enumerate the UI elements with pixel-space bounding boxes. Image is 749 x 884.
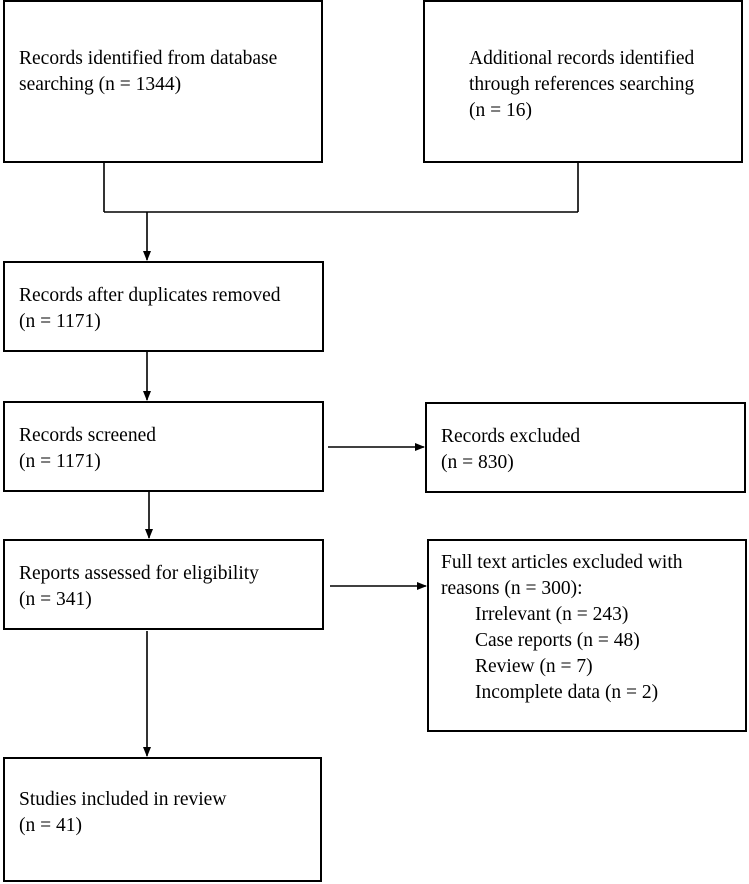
reference-records-line3: (n = 16) <box>469 100 532 121</box>
records-excluded-line1: Records excluded <box>441 426 581 447</box>
database-records-box: Records identified from database searchi… <box>3 0 323 163</box>
fulltext-excluded-line1: Full text articles excluded with <box>441 552 683 573</box>
fulltext-excluded-line2: reasons (n = 300): <box>441 578 583 599</box>
database-records-line2: searching (n = 1344) <box>19 74 182 95</box>
reference-records-box: Additional records identified through re… <box>423 0 743 163</box>
records-screened-line1: Records screened <box>19 425 156 446</box>
studies-included-line2: (n = 41) <box>19 815 82 836</box>
reference-records-line2: through references searching <box>469 74 695 95</box>
reference-records-line1: Additional records identified <box>469 48 695 69</box>
records-screened-line2: (n = 1171) <box>19 451 101 472</box>
exclusion-reason-incomplete-data: Incomplete data (n = 2) <box>475 682 659 703</box>
fulltext-excluded-box: Full text articles excluded with reasons… <box>427 539 747 732</box>
eligibility-line1: Reports assessed for eligibility <box>19 563 259 584</box>
database-records-line1: Records identified from database <box>19 48 278 69</box>
records-excluded-box: Records excluded (n = 830) <box>425 402 746 493</box>
duplicates-removed-box: Records after duplicates removed (n = 11… <box>3 261 324 352</box>
exclusion-reason-case-reports: Case reports (n = 48) <box>475 630 640 651</box>
records-excluded-line2: (n = 830) <box>441 452 514 473</box>
records-screened-box: Records screened (n = 1171) <box>3 401 324 492</box>
eligibility-line2: (n = 341) <box>19 589 92 610</box>
exclusion-reason-irrelevant: Irrelevant (n = 243) <box>475 604 629 625</box>
eligibility-box: Reports assessed for eligibility (n = 34… <box>3 539 324 630</box>
studies-included-line1: Studies included in review <box>19 789 227 810</box>
exclusion-reason-review: Review (n = 7) <box>475 656 593 677</box>
studies-included-box: Studies included in review (n = 41) <box>3 757 322 882</box>
duplicates-removed-line2: (n = 1171) <box>19 311 101 332</box>
duplicates-removed-line1: Records after duplicates removed <box>19 285 281 306</box>
